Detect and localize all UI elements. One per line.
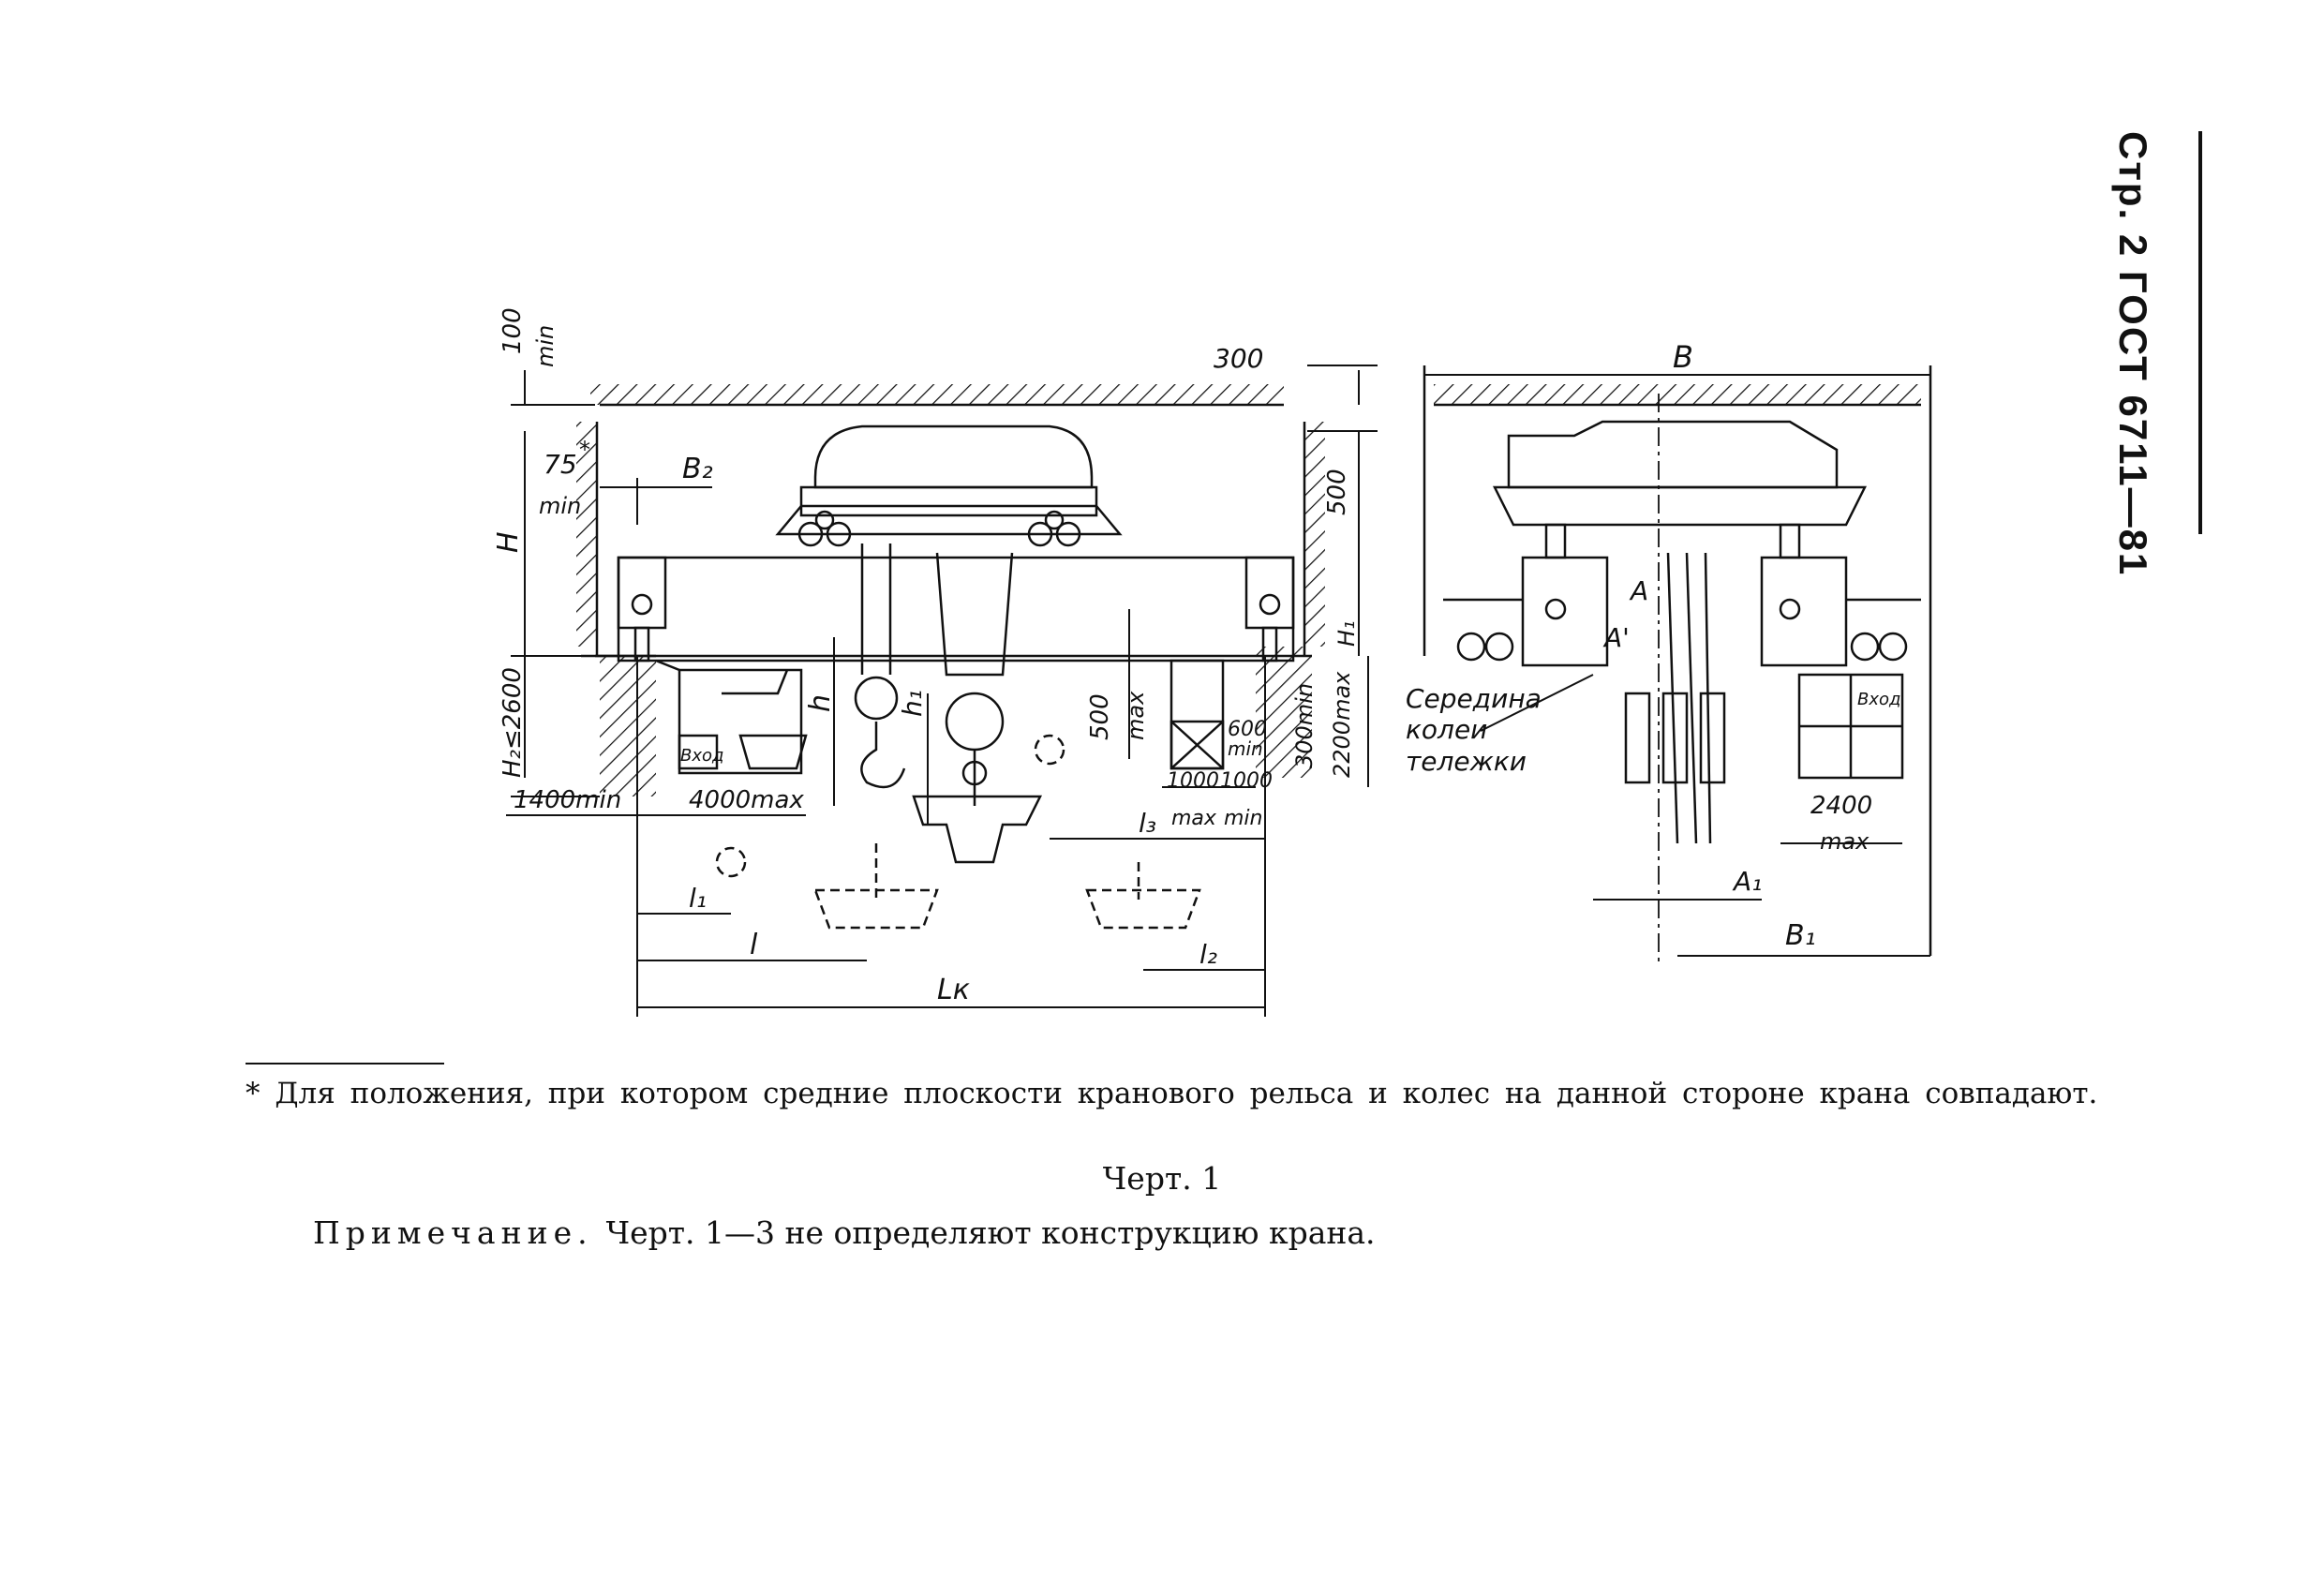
dim-h-total: H <box>492 531 525 553</box>
dim-clear-left: 1400min <box>514 786 621 814</box>
center-label-2: колеи <box>1406 714 1487 745</box>
footnote-rule <box>246 1063 444 1064</box>
dim-cab-w: 4000max <box>689 786 804 814</box>
dim-b2: B₂ <box>682 453 713 485</box>
dim-h1: h₁ <box>897 690 928 717</box>
dim-h1-right: H₁ <box>1333 620 1360 647</box>
dim-cab-h-max: max <box>1123 691 1149 740</box>
dim-angle: 75 <box>544 449 577 480</box>
dim-B: B <box>1673 339 1693 375</box>
front-view-labels: 100 min 300 75 * min B₂ H 500 H₂≤2600 h … <box>492 307 1360 1006</box>
dim-right-gap: 300 <box>1214 343 1263 374</box>
dim-h2: H₂≤2600 <box>499 667 527 778</box>
dim-depth2: 2200max <box>1329 671 1355 778</box>
dim-top-clear-min: min <box>532 325 559 367</box>
side-view-dimensions <box>1424 374 1930 957</box>
center-label-3: тележки <box>1406 746 1527 777</box>
crane-drawing: 100 min 300 75 * min B₂ H 500 H₂≤2600 h … <box>492 307 1932 1017</box>
cab-entry-label: Вход <box>680 746 723 766</box>
dim-l2: l₂ <box>1199 939 1217 970</box>
cab2-entry-label: Вход <box>1857 690 1900 709</box>
dim-entry-w-min: min <box>1228 737 1263 760</box>
dim-entry-w: 600 <box>1228 718 1267 741</box>
dim-l1: l₁ <box>689 883 707 914</box>
side-view <box>1423 365 1932 965</box>
dim-top-clear: 100 <box>499 307 527 354</box>
dim-B1: B₁ <box>1785 919 1816 952</box>
dim-1000-a: 1000 <box>1167 769 1219 793</box>
dim-l: l <box>750 929 758 961</box>
dim-h: h <box>804 694 837 712</box>
dim-l3: l₃ <box>1139 808 1156 839</box>
dim-side-clear: 500 <box>1323 469 1351 515</box>
note: Примечание. Черт. 1—3 не определяют конст… <box>313 1214 1376 1251</box>
footnote: * Для положения, при котором средние пло… <box>246 1077 2098 1110</box>
dim-A-prime: A' <box>1602 622 1630 653</box>
dim-1000-b-min: min <box>1224 807 1263 830</box>
dim-lk: Lк <box>937 974 970 1006</box>
dim-depth1: 300min <box>1291 683 1318 768</box>
dim-cab-h: 500 <box>1086 693 1114 740</box>
figure-caption: Черт. 1 <box>1102 1160 1222 1197</box>
center-label-1: Середина <box>1406 683 1542 714</box>
dim-cab2-max: max <box>1820 828 1870 855</box>
header-rule <box>2198 131 2202 534</box>
dim-angle-mark: * <box>579 437 590 463</box>
front-view <box>576 384 1325 930</box>
front-view-dimensions <box>506 365 1378 1017</box>
note-text: Черт. 1—3 не определяют конструкцию кран… <box>605 1214 1376 1251</box>
note-label: Примечание. <box>313 1214 593 1251</box>
dim-1000-b: 1000 <box>1220 769 1273 793</box>
dim-angle-min: min <box>539 493 581 519</box>
dim-cab2-w: 2400 <box>1810 792 1872 820</box>
dim-A1: A₁ <box>1732 866 1762 897</box>
dim-A: A <box>1629 575 1648 606</box>
side-view-labels: B A A' A₁ B₁ 2400 max Вход Середина коле… <box>1406 339 1900 952</box>
dim-1000-a-max: max <box>1171 807 1217 830</box>
